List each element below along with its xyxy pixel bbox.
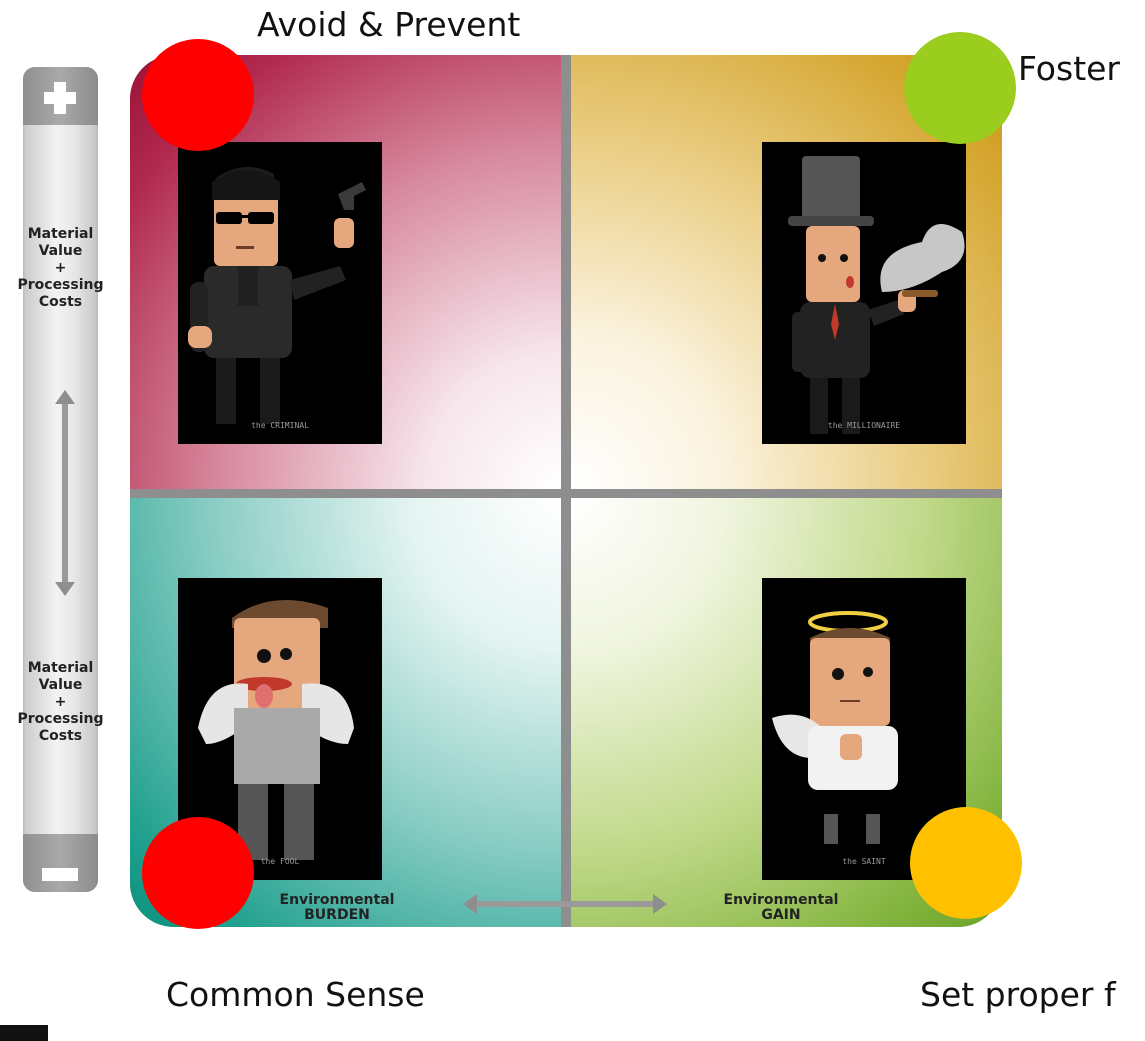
y-axis-bottom-line-1: Material [27,660,94,676]
label-set-proper: Set proper f [920,975,1116,1014]
x-axis-right-line-2: GAIN [761,907,801,923]
y-axis-top-line-1: Material [27,226,94,242]
y-axis-bottom-line-3: + [54,694,67,710]
x-axis-left-line-2: BURDEN [304,907,370,923]
y-axis-bottom-line-5: Costs [38,728,83,744]
label-common-sense: Common Sense [166,975,425,1014]
bottom-right-status-dot [910,807,1022,919]
y-axis-top-line-2: Value [38,243,83,259]
minus-icon [42,868,78,881]
y-axis-top-label: Material Value + Processing Costs [0,226,121,311]
quadrant-matrix: the CRIMINAL the MILLIONAIRE [130,55,1002,927]
y-axis-top-line-4: Processing [17,277,104,293]
millionaire-card: the MILLIONAIRE [762,142,966,444]
x-axis-left-line-1: Environmental [279,892,395,908]
x-axis-right-line-1: Environmental [723,892,839,908]
vertical-double-arrow-icon [55,390,75,596]
millionaire-figure-icon [788,156,965,434]
plus-icon [44,82,76,114]
x-axis-left-label: Environmental BURDEN [262,893,412,923]
y-axis-bottom-label: Material Value + Processing Costs [0,660,121,745]
y-axis-bottom-line-4: Processing [17,711,104,727]
millionaire-caption: the MILLIONAIRE [827,421,901,430]
label-foster: Foster [1018,49,1120,88]
saint-caption: the SAINT [842,857,886,866]
axis-cap-bottom [23,834,98,892]
bottom-left-status-dot [142,817,254,929]
criminal-card: the CRIMINAL [178,142,382,444]
y-axis-top-line-5: Costs [38,294,83,310]
top-left-status-dot [142,39,254,151]
saint-figure-icon [772,611,898,844]
fool-figure-icon [198,600,354,860]
vertical-axis-bar [23,67,98,892]
y-axis-top-line-3: + [54,260,67,276]
y-axis-bottom-line-2: Value [38,677,83,693]
fool-caption: the FOOL [260,857,300,866]
corner-chip [0,1025,48,1041]
horizontal-double-arrow-icon [463,894,667,914]
saint-card: the SAINT [762,578,966,880]
top-right-status-dot [904,32,1016,144]
criminal-caption: the CRIMINAL [251,421,309,430]
label-avoid-prevent: Avoid & Prevent [257,5,521,44]
x-axis-right-label: Environmental GAIN [706,893,856,923]
criminal-figure-icon [188,166,366,424]
